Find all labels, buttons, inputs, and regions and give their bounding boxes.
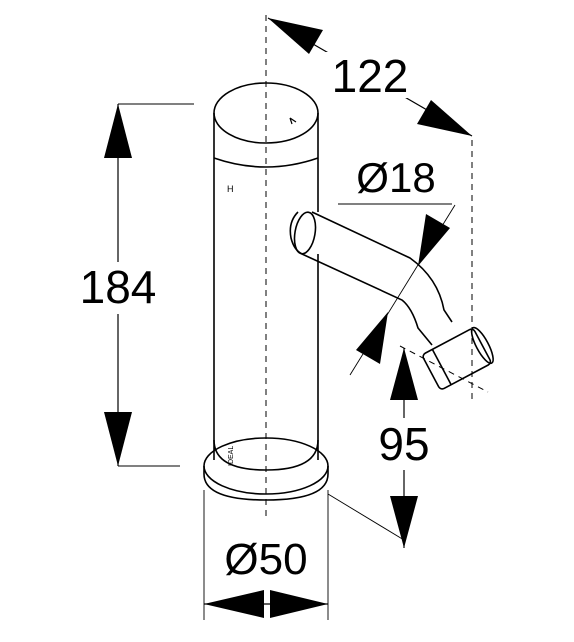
arrow-head-icon <box>418 214 450 266</box>
faucet-outline <box>203 82 494 501</box>
projection-dimension-label: 122 <box>332 50 409 102</box>
dimension-base-diameter: Ø50 <box>204 535 328 618</box>
spout-diameter-label: Ø18 <box>356 154 435 201</box>
spout-height-label: 95 <box>378 418 429 470</box>
aerator <box>422 326 494 390</box>
body-letter-marking: H <box>227 184 234 194</box>
arrow-head-icon <box>390 348 418 400</box>
dimension-height: 184 <box>70 104 166 466</box>
arrow-head-icon <box>417 100 472 136</box>
brand-marking: IDEAL <box>228 446 235 466</box>
height-dimension-label: 184 <box>80 261 157 313</box>
reference-lines <box>265 15 489 520</box>
dimension-spout-diameter: Ø18 <box>356 154 450 364</box>
base-diameter-label: Ø50 <box>224 535 307 584</box>
arrow-head-icon <box>356 312 388 364</box>
arrow-head-icon <box>270 590 328 618</box>
arrow-head-icon <box>104 412 132 466</box>
dimension-projection: 122 <box>267 17 473 137</box>
arrow-head-icon <box>268 18 323 54</box>
arrow-head-icon <box>104 104 132 158</box>
arrow-head-icon <box>204 590 264 618</box>
dimension-spout-height: 95 <box>370 348 438 548</box>
arrow-head-icon <box>390 496 418 548</box>
lever-seam <box>213 157 319 168</box>
